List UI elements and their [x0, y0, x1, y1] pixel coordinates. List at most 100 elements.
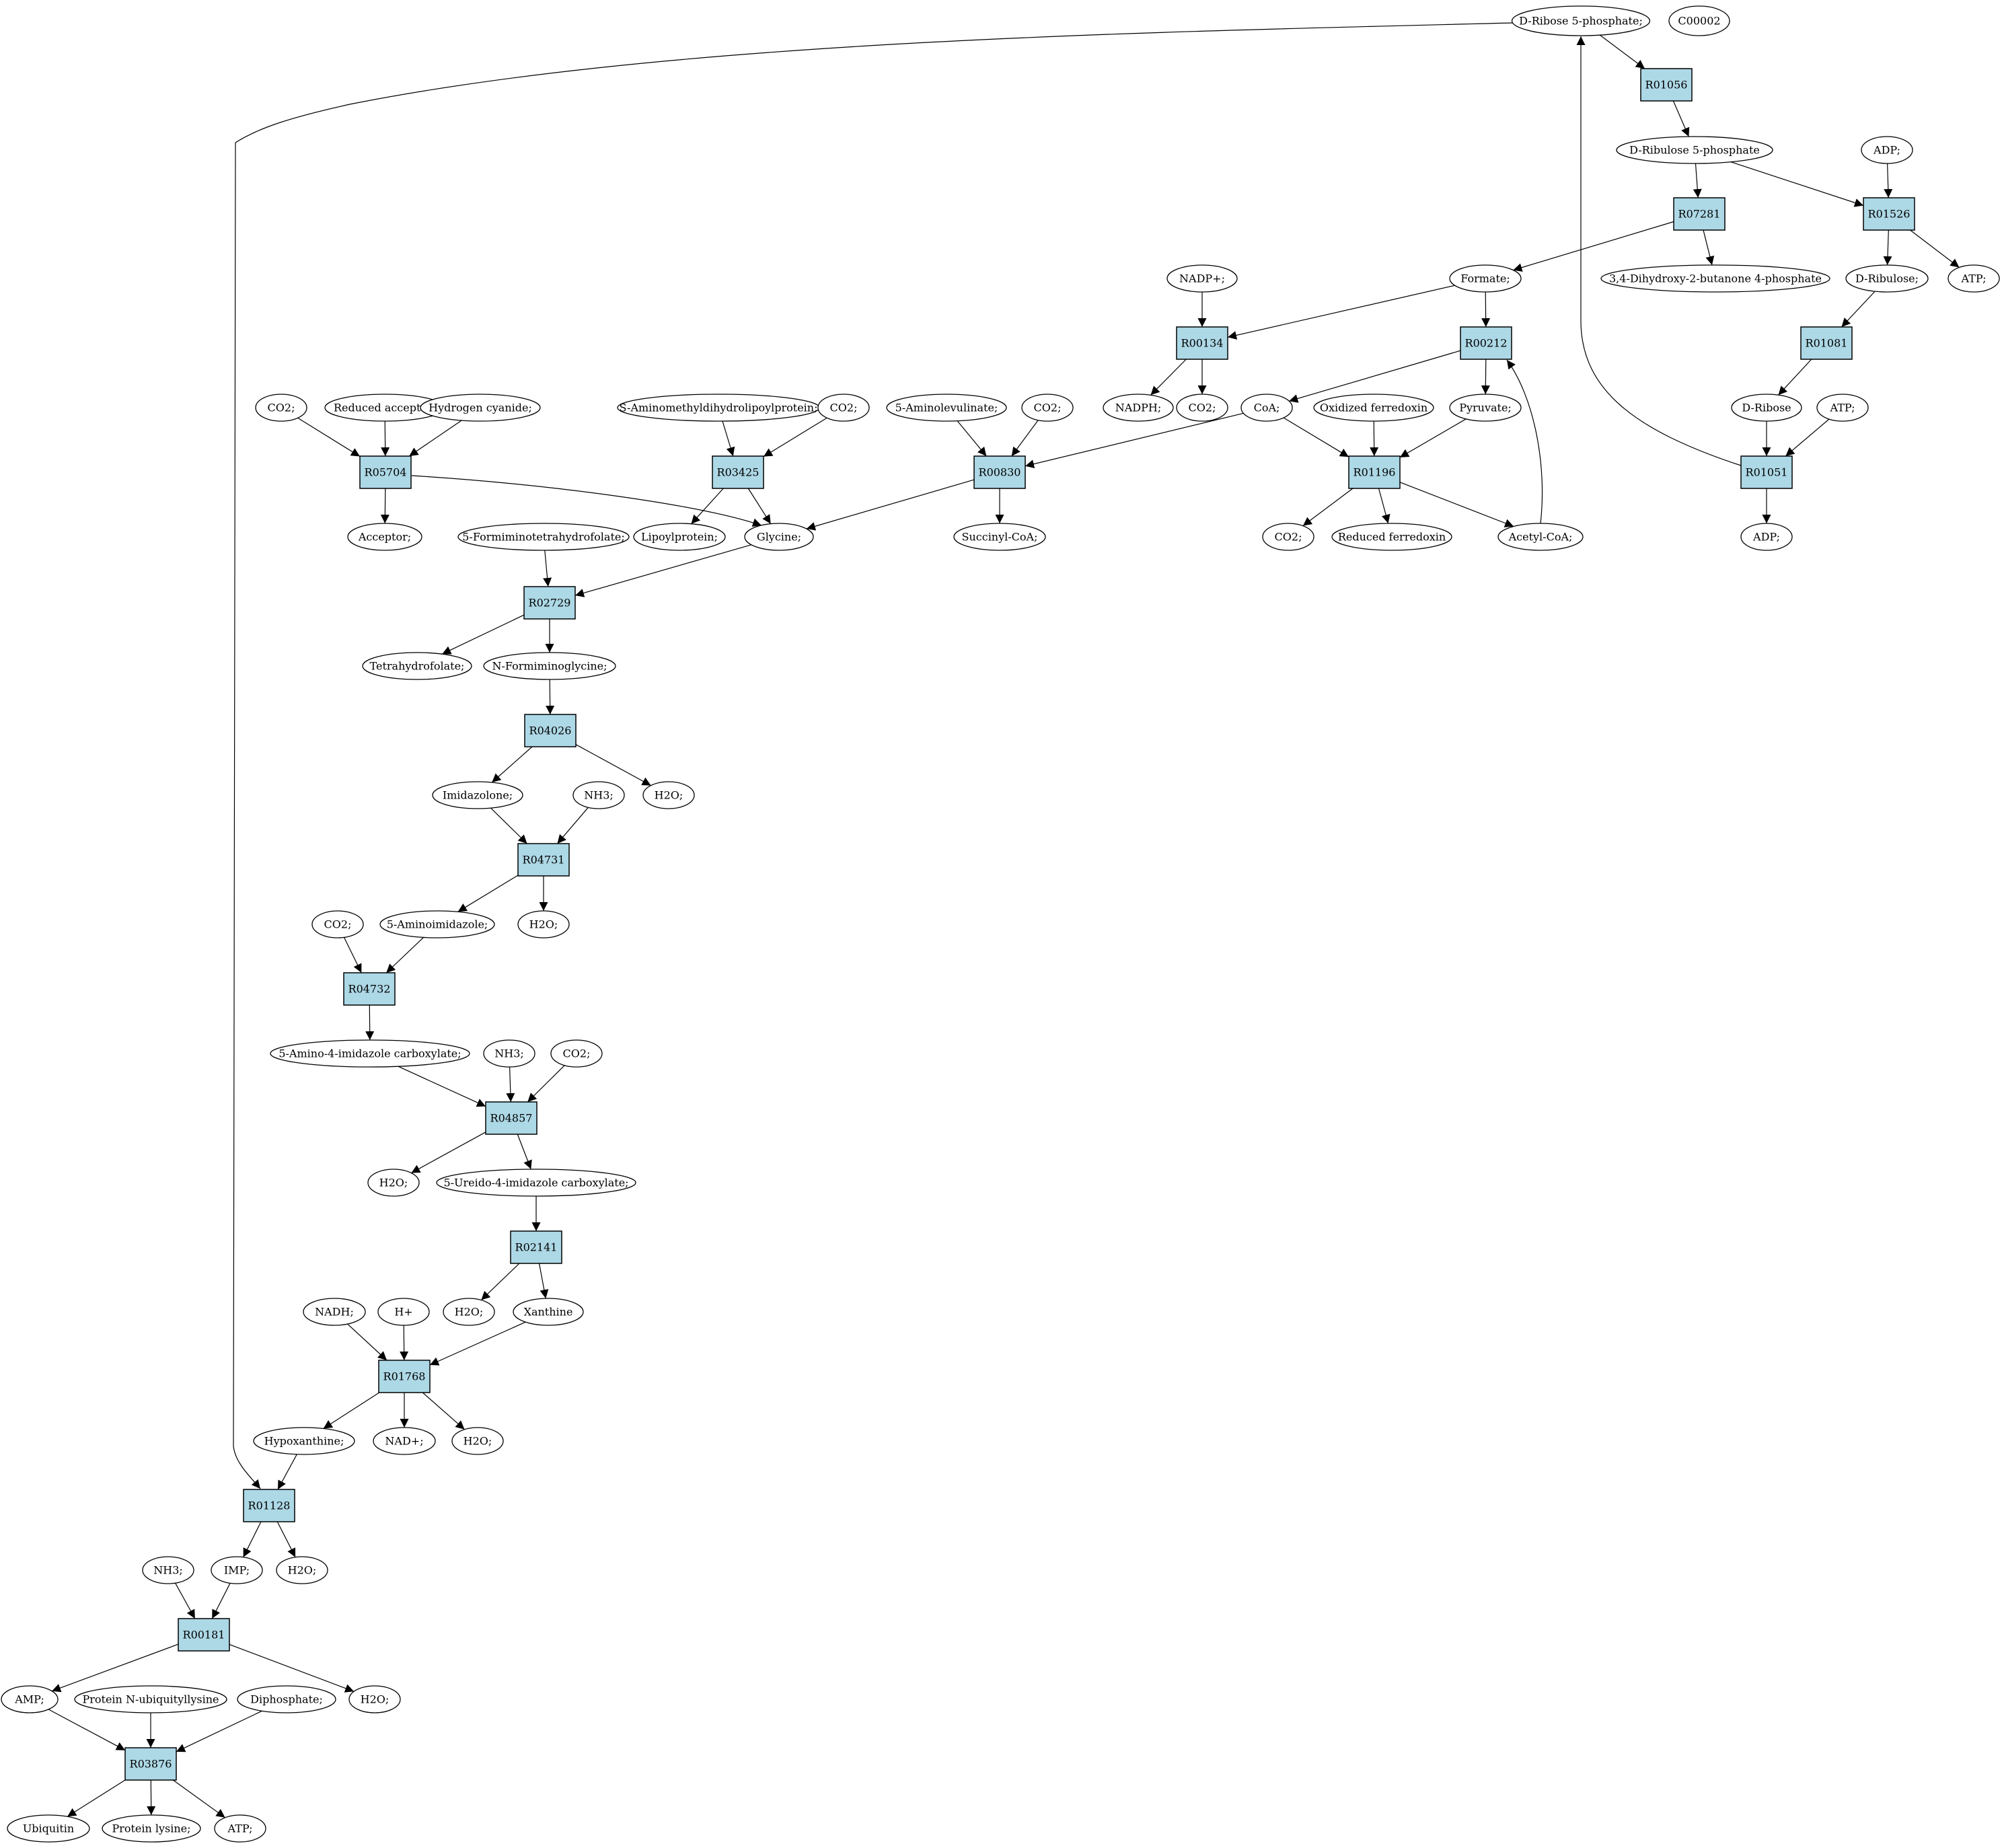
reaction-box [1800, 326, 1853, 360]
edge-r00134-to-nadph [1150, 359, 1187, 396]
node-label: Tetrahydrofolate; [370, 660, 465, 673]
node-label: D-Ribulose 5-phosphate [1629, 144, 1760, 157]
node-label: D-Ribose [1742, 402, 1791, 414]
reaction-box [1460, 326, 1512, 360]
edge-r00181-to-h2o_g [229, 1643, 355, 1693]
compound-node-h2o_g: H2O; [348, 1685, 401, 1713]
compound-node-5fthf: 5-Formiminotetrahydrofolate; [457, 523, 630, 551]
reaction-box [1176, 326, 1228, 360]
compound-node-adp2: ADP; [1740, 523, 1793, 551]
node-label: 5-Aminoimidazole; [387, 918, 488, 931]
compound-ellipse [142, 1556, 194, 1584]
edge-r00212-to-pyruvate [1481, 359, 1490, 395]
node-label: R04857 [490, 1112, 533, 1125]
compound-ellipse [1731, 394, 1802, 422]
node-label: CO2; [563, 1047, 591, 1060]
edge-r03425-to-glycine [747, 488, 772, 524]
edge-r04026-to-h2o_a [575, 744, 651, 786]
compound-ellipse [513, 1298, 584, 1326]
compound-ellipse [7, 1814, 90, 1843]
node-label: CO2; [1275, 531, 1302, 544]
node-label: R01056 [1645, 79, 1688, 91]
compound-node-dr5p: D-Ribose 5-phosphate; [1511, 5, 1651, 36]
compound-node-c00002: C00002 [1668, 5, 1730, 36]
node-label: NH3; [494, 1047, 524, 1060]
node-label: 5-Amino-4-imidazole carboxylate; [279, 1047, 461, 1060]
node-label: Lipoylprotein; [641, 531, 718, 544]
reaction-node-r00212: R00212 [1460, 326, 1512, 360]
compound-node-co2_b: CO2; [817, 394, 870, 422]
edge-r03876-to-atp3 [172, 1779, 225, 1818]
compound-node-succoa: Succinyl-CoA; [953, 523, 1046, 551]
edge-dr5p-to-r01128 [233, 22, 1514, 1489]
reaction-box [1640, 68, 1693, 102]
compound-ellipse [211, 1556, 263, 1584]
compound-node-h2o_c: H2O; [367, 1169, 420, 1197]
edge-r00181-to-amp [51, 1643, 179, 1693]
edge-r04857-to-h2o_c [411, 1132, 486, 1174]
compound-ellipse [379, 910, 495, 938]
edge-co2_a-to-r05704 [297, 417, 361, 457]
compound-ellipse [362, 652, 472, 680]
reaction-box [712, 455, 764, 489]
edge-r04026-to-imidazolone [491, 746, 533, 783]
compound-ellipse [311, 910, 364, 938]
compound-ellipse [1262, 523, 1314, 551]
node-label: Acceptor; [358, 531, 411, 544]
node-label: 5-Ureido-4-imidazole carboxylate; [443, 1177, 628, 1189]
edge-r01128-to-imp [243, 1521, 262, 1557]
reaction-box [378, 1360, 431, 1393]
compound-node-co2_e: CO2; [1262, 523, 1314, 551]
compound-ellipse [1240, 394, 1293, 422]
compound-ellipse [642, 781, 695, 809]
compound-node-glycine: Glycine; [744, 523, 814, 551]
node-label: R01768 [383, 1370, 426, 1383]
node-label: NADPH; [1115, 402, 1162, 414]
compound-node-co2_f: CO2; [311, 910, 364, 938]
edge-imidazolone-to-r04731 [490, 807, 527, 844]
compound-ellipse [102, 1814, 201, 1843]
node-label: R00134 [1181, 337, 1224, 350]
compound-ellipse [367, 1169, 420, 1197]
compound-node-co2_a: CO2; [255, 394, 307, 422]
node-label: R01051 [1746, 466, 1788, 479]
edge-dru5p-to-r07281 [1693, 163, 1702, 198]
compound-node-redfd: Reduced ferredoxin [1331, 523, 1452, 551]
compound-node-co2_d: CO2; [1176, 394, 1228, 422]
node-label: R04026 [529, 725, 572, 737]
compound-node-samdlp: S-Aminomethyldihydrolipoylprotein; [617, 394, 820, 422]
compound-ellipse [420, 394, 541, 422]
edge-r01196-to-redfd [1378, 488, 1391, 524]
compound-node-nh3_c: NH3; [142, 1556, 194, 1584]
edge-pyruvate-to-r01196 [1399, 418, 1467, 458]
edge-nh3_b-to-r04857 [506, 1066, 515, 1103]
compound-ellipse [348, 1685, 401, 1713]
reaction-box [1740, 455, 1793, 489]
compound-ellipse [1103, 394, 1174, 422]
edge-5a4ic-to-r04857 [398, 1066, 486, 1107]
compound-ellipse [744, 523, 814, 551]
node-label: R01081 [1806, 337, 1848, 350]
compound-node-redacc: Reduced acceptor; [324, 394, 445, 422]
node-label: Protein N-ubiquityllysine [82, 1693, 219, 1706]
edge-r01056-to-dru5p [1672, 100, 1690, 137]
reaction-box [1863, 197, 1915, 231]
reaction-box [517, 843, 570, 877]
compound-node-nfgly: N-Formiminoglycine; [483, 652, 616, 680]
node-label: R01128 [248, 1500, 291, 1512]
edge-r05704-to-glycine [411, 475, 762, 527]
compound-ellipse [886, 394, 1007, 422]
compound-node-adp1: ADP; [1861, 136, 1913, 164]
edges-layer [48, 22, 1960, 1818]
edge-r02141-to-h2o_d [480, 1263, 520, 1300]
compound-ellipse [214, 1814, 266, 1843]
reaction-node-r00181: R00181 [178, 1618, 230, 1652]
compound-node-h2o_e: H2O; [451, 1427, 504, 1455]
compound-ellipse [253, 1427, 355, 1455]
edge-xanthine-to-r01768 [429, 1321, 526, 1366]
node-label: ADP; [1873, 144, 1900, 157]
compound-node-hcn: Hydrogen cyanide; [420, 394, 541, 422]
compound-ellipse [1331, 523, 1452, 551]
node-label: NH3; [153, 1564, 183, 1577]
compound-node-acceptor: Acceptor; [347, 523, 422, 551]
